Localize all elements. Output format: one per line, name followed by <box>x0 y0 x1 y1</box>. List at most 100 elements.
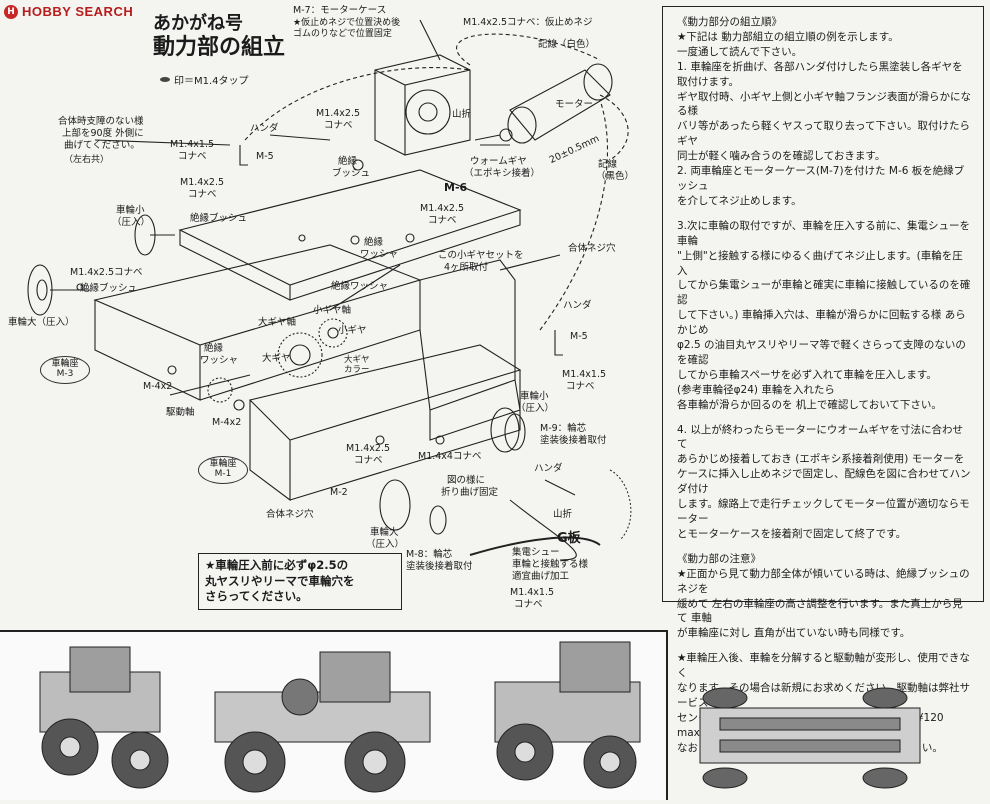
label-wheel-big-b-2: （圧入） <box>366 539 405 550</box>
label-m7-note-1: ★仮止めネジで位置決め後 <box>293 18 401 28</box>
label-m4x2-b: M-4x2 <box>212 417 242 428</box>
label-m7-note-2: ゴムのりなどで位置固定 <box>293 29 392 39</box>
label-washer-insul-1: 絶縁 <box>364 237 384 248</box>
exploded-assembly-diagram <box>27 19 632 561</box>
label-m8-1: M-8：輪芯 <box>406 549 453 560</box>
label-collector-3: 適宜曲げ加工 <box>512 571 570 582</box>
photo-3 <box>494 641 641 789</box>
label-big-gear-shaft: 大ギヤ軸 <box>258 317 297 328</box>
wheel-seat-m3-badge: 車輪座 M-3 <box>40 356 90 384</box>
label-washer-insul-2: ワッシャ <box>360 249 399 260</box>
tap-legend: 印＝M1.4タップ <box>160 72 249 87</box>
label-m14x25-b-2: コナベ <box>324 120 353 131</box>
label-gearset-1: この小ギヤセットを <box>438 250 524 261</box>
wheel-seat-m3-line-2: M-3 <box>56 368 74 379</box>
label-m5-a: M-5 <box>256 151 274 162</box>
label-body-screw-hole-b: 合体ネジ穴 <box>266 509 314 520</box>
photo-2 <box>214 651 431 793</box>
title-line-1: あかがね号 <box>153 13 243 34</box>
label-collector-2: 車輪と接触する様 <box>512 559 589 570</box>
label-m14x25-d: M1.4x2.5コナベ <box>70 267 143 278</box>
instructions-step-1: 1. 車輪座を折曲げ、各部ハンダ付けしたら黒塗装し各ギヤを 取付けます。 ギヤ取… <box>677 60 971 163</box>
title-line-2: 動力部の組立 <box>153 34 286 60</box>
photo-strip <box>0 630 668 800</box>
label-washer-insul-3: 絶縁ワッシャ <box>331 281 389 292</box>
label-m6: M-6 <box>444 181 468 194</box>
label-worm-1: ウォームギヤ <box>470 156 527 167</box>
label-wheel-big-b-1: 車輪大 <box>370 527 399 538</box>
instructions-intro: ★下記は 動力部組立の組立順の例を示します。 一度通して読んで下さい。 <box>677 30 899 58</box>
label-lead-black-1: 記線 <box>598 159 618 170</box>
label-small-gear-shaft: 小ギヤ軸 <box>313 305 352 316</box>
label-m14x25-c-1: M1.4x2.5 <box>420 203 465 214</box>
label-m7: M-7：モーターケース <box>293 5 387 16</box>
label-wheel-small-b-2: （圧入） <box>516 403 555 414</box>
label-m14x25-c-2: コナベ <box>428 215 457 226</box>
instructions-heading-order: 《動力部分の組立順》 <box>677 16 782 28</box>
tap-mark-icon <box>160 77 170 82</box>
label-m2: M-2 <box>330 487 348 498</box>
label-handa-1: ハンダ <box>250 123 279 134</box>
label-m14x15-b-2: コナベ <box>566 381 595 392</box>
label-washer-insul-4: 絶縁 <box>204 343 224 354</box>
label-wheel-small-b-1: 車輪小 <box>520 391 549 402</box>
instructions-heading-caution: 《動力部の注意》 <box>677 552 761 565</box>
tap-legend-text: 印＝M1.4タップ <box>174 76 249 87</box>
label-m14x15-a-2: コナベ <box>178 151 207 162</box>
label-handa-3: ハンダ <box>534 463 563 474</box>
label-screw-temp: M1.4x2.5コナベ：仮止めネジ <box>463 17 593 28</box>
label-m14x25-a-2: コナベ <box>188 189 217 200</box>
label-worm-2: （エポキシ接着） <box>464 168 541 179</box>
label-bush-insul-1: 絶縁 <box>338 156 358 167</box>
label-m14x4: M1.4x4コナベ <box>418 451 482 462</box>
instructions-caution-1: ★正面から見て動力部全体が傾いている時は、絶縁ブッシュのネジを 緩めて 左右の車… <box>677 567 970 640</box>
label-m5-b: M-5 <box>570 331 588 342</box>
label-bend-fig-2: 折り曲げ固定 <box>441 487 499 498</box>
label-yama: 山折 <box>452 109 472 120</box>
page-title: あかがね号 動力部の組立 <box>153 14 285 60</box>
label-wheel-small-2: （圧入） <box>112 217 151 228</box>
label-bush-insul-2: ブッシュ <box>332 168 371 179</box>
label-lead-white: 記線（白色） <box>538 39 596 50</box>
label-bush-insul-3: 絶縁ブッシュ <box>190 213 248 224</box>
label-big-gear: 大ギヤ <box>262 353 291 364</box>
label-m9-1: M-9：輪芯 <box>540 423 587 434</box>
label-bend-note-2: 上部を90度 外側に <box>62 128 144 139</box>
label-body-screw-hole-a: 合体ネジ穴 <box>568 243 616 254</box>
photo-1 <box>39 646 169 789</box>
label-bend-note-1: 合体時支障のない様 <box>58 116 144 127</box>
label-wheel-small-1: 車輪小 <box>116 205 145 216</box>
label-m8-2: 塗装後接着取付 <box>406 561 473 572</box>
label-big-gear-collar-2: カラー <box>344 365 370 375</box>
label-yama-2: 山折 <box>553 509 573 520</box>
label-m9-2: 塗装後接着取付 <box>540 435 607 446</box>
label-m14x25-b-1: M1.4x2.5 <box>316 108 361 119</box>
label-bend-note-3: 曲げてください。 <box>64 140 140 151</box>
wheel-reaming-note: ★車輪圧入前に必ずφ2.5の 丸ヤスリやリーマで車輪穴を さらってください。 <box>198 553 402 610</box>
watermark: H HOBBY SEARCH <box>4 4 133 19</box>
label-handa-2: ハンダ <box>563 300 592 311</box>
label-drive-shaft: 駆動軸 <box>166 407 195 418</box>
label-m14x15-a-1: M1.4x1.5 <box>170 139 215 150</box>
label-g-plate: G板 <box>557 531 581 546</box>
label-m14x15-b-1: M1.4x1.5 <box>562 369 607 380</box>
label-bend-fig-1: 図の様に <box>447 475 486 486</box>
label-small-gear: 小ギヤ <box>338 325 367 336</box>
instructions-step-4: 4. 以上が終わったらモーターにウオームギヤを寸法に合わせて あらかじめ接着して… <box>677 423 971 540</box>
watermark-text: HOBBY SEARCH <box>22 4 134 19</box>
label-collector-1: 集電シュー <box>512 547 560 558</box>
label-gearset-2: 4ヶ所取付 <box>444 262 489 273</box>
label-m14x15-c-1: M1.4x1.5 <box>510 587 555 598</box>
label-washer-insul-5: ワッシャ <box>200 355 239 366</box>
label-motor: モーター <box>555 99 594 110</box>
assembly-instructions: 《動力部分の組立順》 ★下記は 動力部組立の組立順の例を示します。 一度通して読… <box>662 6 984 754</box>
assembled-unit-photos <box>39 641 641 793</box>
wheel-seat-m1-badge: 車輪座 M-1 <box>198 456 248 484</box>
label-lead-black-2: （黒色） <box>596 171 635 182</box>
wheel-seat-m1-line-2: M-1 <box>214 468 232 479</box>
label-m14x25-e-1: M1.4x2.5 <box>346 443 391 454</box>
label-m14x25-e-2: コナベ <box>354 455 383 466</box>
instructions-step-3: 3.次に車輪の取付ですが、車輪を圧入する前に、集電シューを車輪 "上側"と接触す… <box>677 219 971 411</box>
label-bush-insul-4: 絶縁ブッシュ <box>80 283 138 294</box>
